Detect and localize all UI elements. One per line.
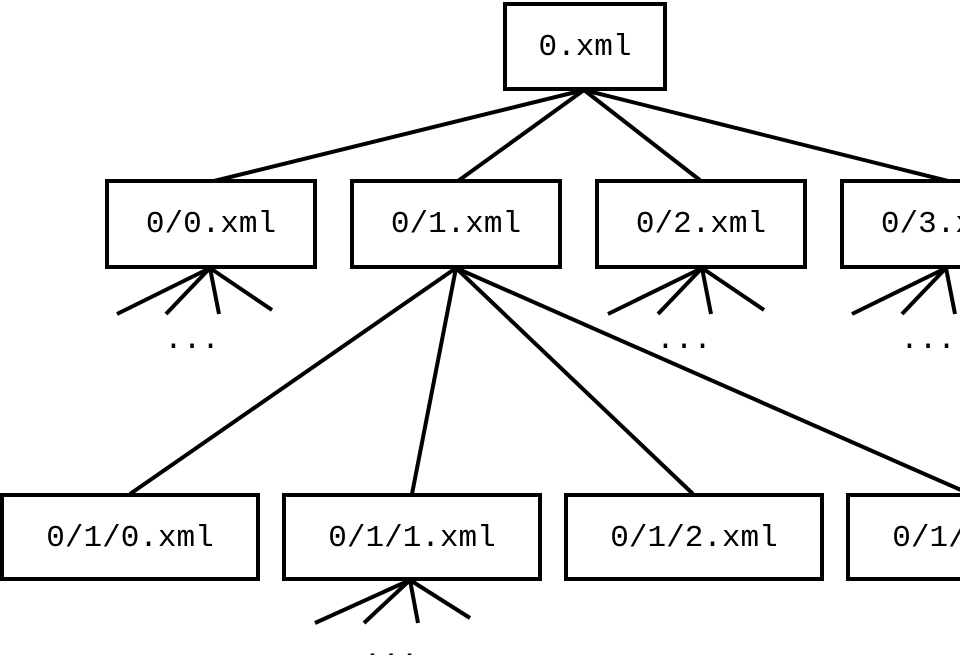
node-0-1: 0/1.xml — [350, 179, 562, 269]
node-label: 0/0.xml — [146, 207, 276, 242]
node-box — [564, 493, 824, 581]
stub-line — [700, 267, 713, 315]
node-box — [840, 179, 960, 269]
stub-line — [851, 266, 947, 316]
node-box — [846, 493, 960, 581]
edge-0-1-to-0-1-0 — [128, 266, 458, 496]
node-box — [595, 179, 807, 269]
node-box — [282, 493, 542, 581]
edge-root-to-0-0 — [213, 88, 585, 183]
stub-line — [700, 266, 766, 312]
node-label: 0/1/0.xml — [46, 521, 213, 556]
stub-line — [208, 267, 221, 315]
node-0-3: 0/3.xml — [840, 179, 960, 269]
edge-root-to-0-1 — [456, 88, 586, 183]
ellipsis-0-0: ... — [164, 323, 220, 358]
node-box — [0, 493, 260, 581]
stub-line — [607, 266, 703, 316]
stub-line — [408, 579, 420, 624]
edge-0-1-to-0-1-3 — [455, 266, 960, 492]
node-root: 0.xml — [503, 2, 667, 91]
node-0-1-3: 0/1/3.xml — [846, 493, 960, 581]
node-label: 0/1/1.xml — [328, 521, 495, 556]
node-label: 0/1/2.xml — [610, 521, 777, 556]
stub-line — [314, 578, 411, 625]
node-box — [105, 179, 317, 269]
stubs-0-0 — [116, 266, 274, 316]
ellipsis-0-1-1: ... — [363, 633, 419, 655]
node-label: 0/1.xml — [391, 207, 521, 242]
node-0-0: 0/0.xml — [105, 179, 317, 269]
stubs-0-2 — [607, 266, 766, 316]
stub-line — [208, 266, 274, 312]
stub-line — [656, 266, 704, 316]
node-label: 0/2.xml — [636, 207, 766, 242]
node-label: 0/1/3.xml — [892, 521, 960, 556]
stub-line — [164, 266, 212, 316]
node-0-1-1: 0/1/1.xml — [282, 493, 542, 581]
ellipsis-0-2: ... — [656, 323, 712, 358]
edge-0-1-to-0-1-1 — [410, 267, 458, 495]
node-0-1-0: 0/1/0.xml — [0, 493, 260, 581]
node-0-2: 0/2.xml — [595, 179, 807, 269]
stubs-0-1-1 — [314, 578, 472, 625]
edge-root-to-0-3 — [583, 88, 949, 183]
stubs-0-3 — [851, 266, 957, 316]
node-box — [350, 179, 562, 269]
node-label: 0.xml — [538, 30, 631, 65]
stub-line — [408, 578, 472, 620]
node-box — [503, 2, 667, 91]
edges-root — [213, 88, 949, 183]
stub-line — [362, 578, 412, 625]
node-label: 0/3.xml — [881, 207, 960, 242]
edges-0-1 — [128, 266, 960, 496]
stub-line — [900, 266, 948, 316]
stub-line — [944, 267, 957, 315]
node-0-1-2: 0/1/2.xml — [564, 493, 824, 581]
edge-0-1-to-0-1-2 — [454, 266, 695, 496]
stub-line — [116, 266, 211, 316]
edge-root-to-0-2 — [582, 88, 703, 183]
ellipsis-0-3: ... — [900, 323, 956, 358]
